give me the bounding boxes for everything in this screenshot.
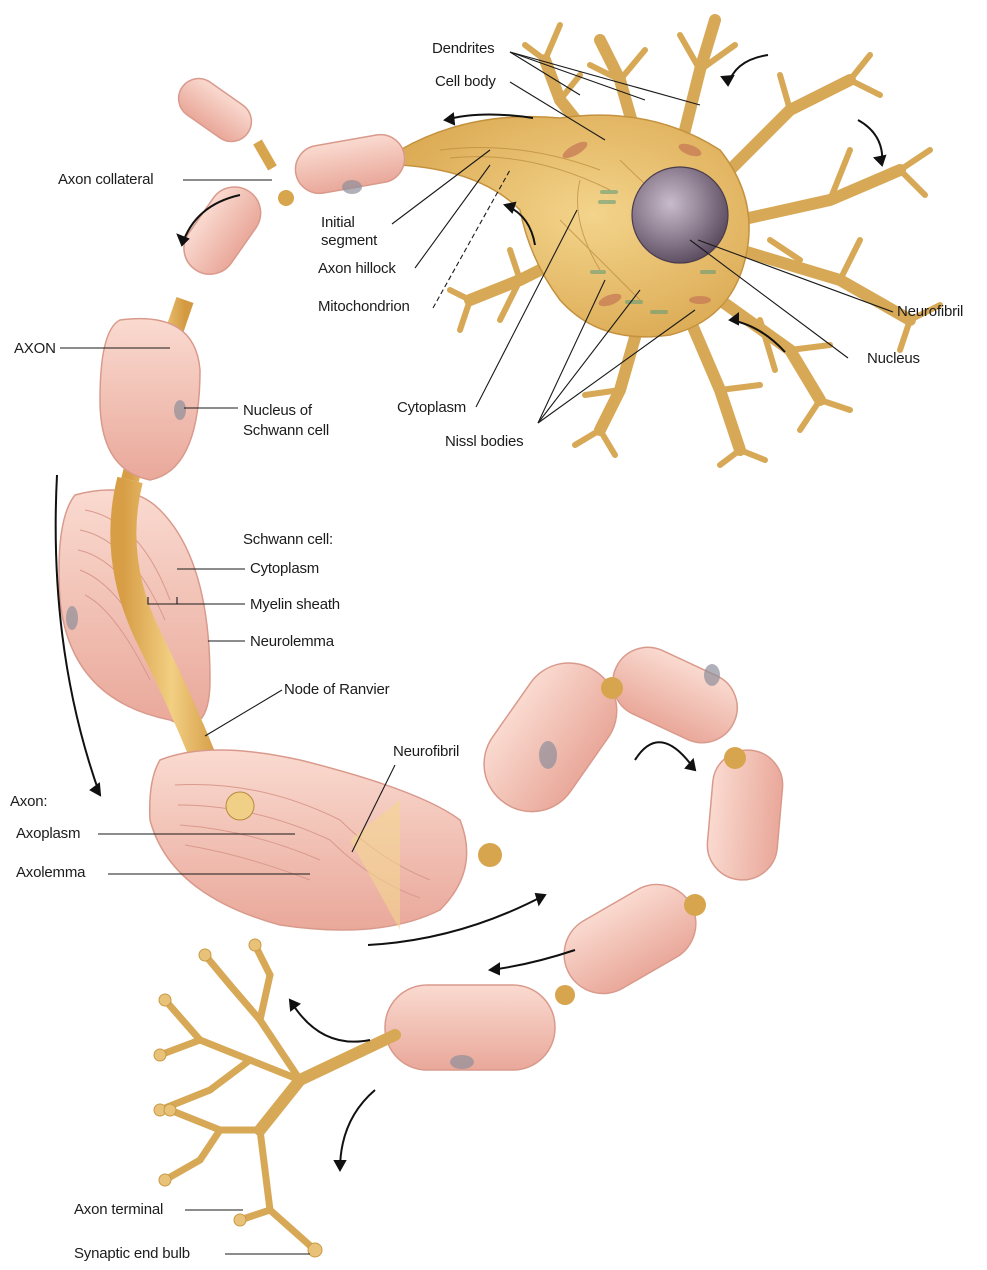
label-node-of-ranvier: Node of Ranvier <box>284 681 389 699</box>
label-nucleus-of: Nucleus of <box>243 402 312 420</box>
label-axon-colon: Axon: <box>10 793 47 811</box>
label-nissl-bodies: Nissl bodies <box>445 433 523 451</box>
label-neurofibril-mid: Neurofibril <box>393 743 459 761</box>
myelin-upper <box>171 71 409 285</box>
label-cytoplasm-top: Cytoplasm <box>397 399 466 417</box>
label-cell-body: Cell body <box>435 73 496 91</box>
synaptic-end-bulbs <box>154 939 322 1257</box>
label-neurolemma: Neurolemma <box>250 633 334 651</box>
node-connectors-upper <box>253 140 294 206</box>
schwann-cell <box>59 319 220 800</box>
label-myelin-sheath: Myelin sheath <box>250 596 340 614</box>
label-axon-collateral: Axon collateral <box>58 171 153 189</box>
label-neurofibril-top: Neurofibril <box>897 303 963 321</box>
label-schwann-cell-nucleus: Schwann cell <box>243 422 329 440</box>
myelin-cross-section <box>150 750 467 930</box>
label-initial-segment-2: segment <box>321 232 377 250</box>
label-dendrites: Dendrites <box>432 40 494 58</box>
cell-body <box>400 115 749 337</box>
label-synaptic-end-bulb: Synaptic end bulb <box>74 1245 190 1263</box>
label-axon-terminal: Axon terminal <box>74 1201 163 1219</box>
label-axon-hillock: Axon hillock <box>318 260 396 278</box>
axon-terminals <box>154 939 395 1257</box>
label-axon-caps: AXON <box>14 340 56 358</box>
label-schwann-cell: Schwann cell: <box>243 531 333 549</box>
label-initial-segment-1: Initial <box>321 214 355 232</box>
label-axoplasm: Axoplasm <box>16 825 80 843</box>
label-cytoplasm-schwann: Cytoplasm <box>250 560 319 578</box>
label-nucleus: Nucleus <box>867 350 920 368</box>
label-axolemma: Axolemma <box>16 864 85 882</box>
label-mitochondrion: Mitochondrion <box>318 298 410 316</box>
nucleus-shape <box>632 167 728 263</box>
